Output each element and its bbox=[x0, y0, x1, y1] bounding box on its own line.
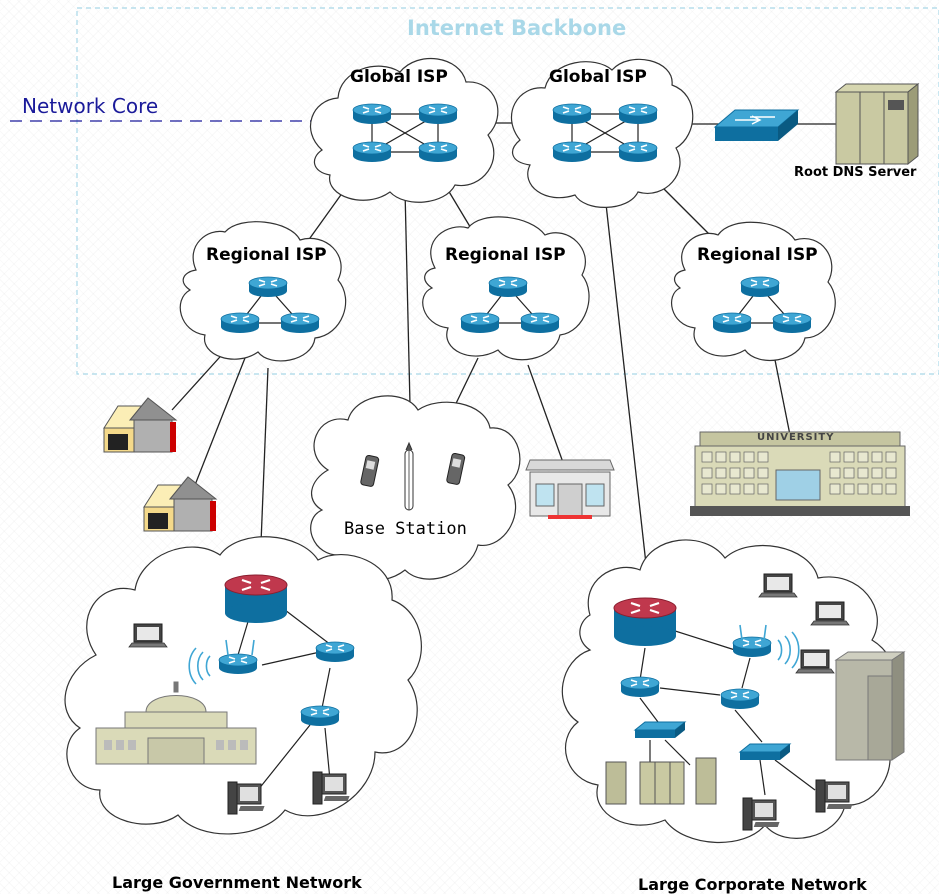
corp-core-router bbox=[612, 596, 678, 648]
university-sign: UNIVERSITY bbox=[757, 432, 835, 443]
root-dns-server-label: Root DNS Server bbox=[794, 165, 917, 180]
gov-wifi-waves bbox=[188, 639, 255, 685]
corp-pc-1 bbox=[742, 797, 781, 831]
global-isp-2-label: Global ISP bbox=[549, 67, 647, 87]
network-core-label: Network Core bbox=[22, 94, 159, 118]
root-dns-switch bbox=[713, 109, 800, 141]
gov-wifi-router bbox=[218, 653, 258, 675]
shop-building bbox=[525, 459, 615, 519]
regional-isp-1-label: Regional ISP bbox=[206, 245, 327, 265]
government-building bbox=[95, 681, 257, 765]
corp-wifi-waves bbox=[739, 624, 800, 669]
base-station-equipment bbox=[359, 441, 466, 511]
regional-isp-triangles bbox=[238, 286, 794, 324]
corp-network-label: Large Corporate Network bbox=[638, 875, 867, 894]
home-1 bbox=[103, 397, 177, 453]
corp-laptop-2 bbox=[810, 601, 850, 626]
corp-laptop-3 bbox=[795, 649, 835, 674]
gov-laptop bbox=[128, 623, 168, 648]
gov-core-router bbox=[223, 573, 289, 625]
home-2 bbox=[143, 476, 217, 532]
corp-wifi-router bbox=[732, 636, 772, 658]
corp-laptop-1 bbox=[758, 573, 798, 598]
backbone-boundary bbox=[76, 7, 939, 375]
corp-switch-1 bbox=[634, 721, 686, 739]
root-dns-server-rack bbox=[834, 82, 920, 166]
regional-isp-3-label: Regional ISP bbox=[697, 245, 818, 265]
global-isp-1-label: Global ISP bbox=[350, 67, 448, 87]
university-building bbox=[690, 431, 910, 516]
gov-network-label: Large Government Network bbox=[112, 873, 362, 892]
base-station-label: Base Station bbox=[344, 519, 467, 539]
corp-pc-2 bbox=[815, 779, 854, 813]
gov-pc-2 bbox=[312, 771, 351, 805]
gov-pc-1 bbox=[227, 781, 266, 815]
corp-links bbox=[639, 629, 816, 796]
regional-isp-2-label: Regional ISP bbox=[445, 245, 566, 265]
internet-backbone-label: Internet Backbone bbox=[407, 16, 627, 40]
corp-office-tower bbox=[834, 651, 906, 761]
corp-servers bbox=[605, 757, 717, 805]
corp-switch-2 bbox=[739, 743, 791, 761]
